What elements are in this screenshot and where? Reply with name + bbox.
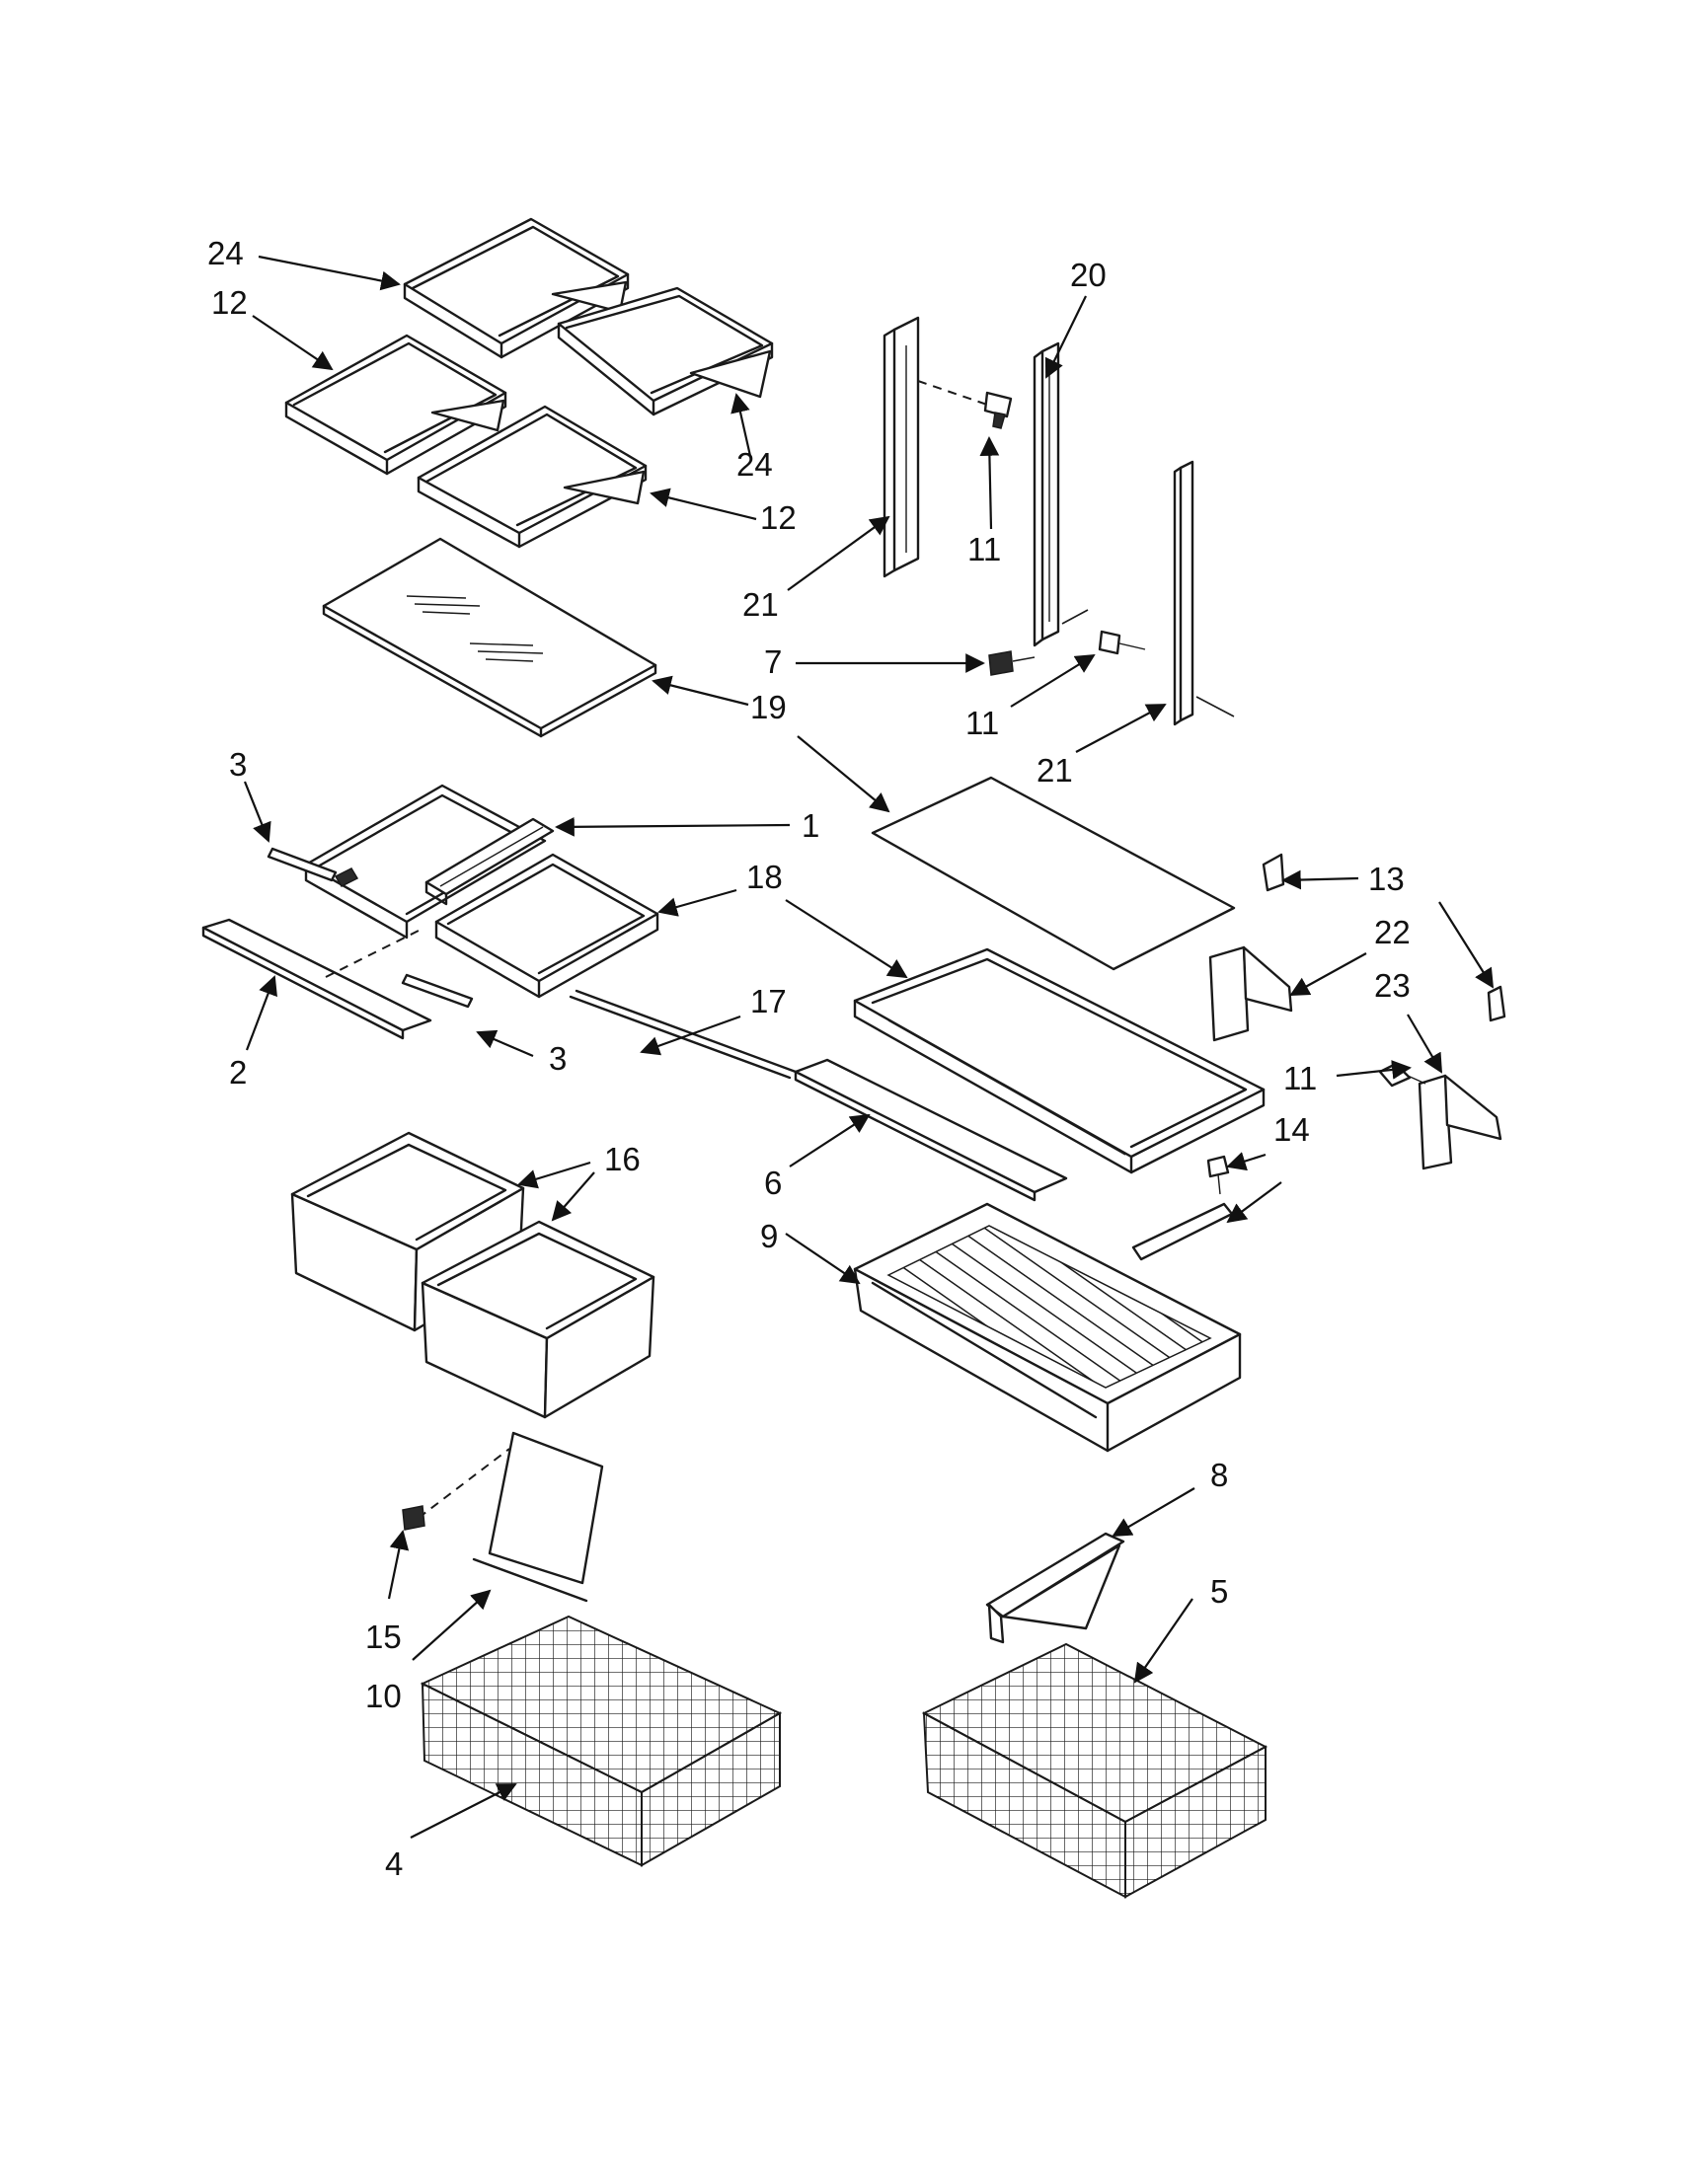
drawer-slide-3-upper	[267, 847, 338, 882]
clip-13-lower	[1487, 985, 1506, 1022]
callout-13: 13	[1368, 861, 1405, 897]
callout-23: 23	[1374, 967, 1411, 1004]
callout-12a: 12	[211, 284, 248, 321]
callout-16: 16	[604, 1141, 641, 1177]
callout-19: 19	[750, 689, 787, 725]
wire-basket-5	[921, 1642, 1268, 1899]
bracket-22	[1208, 945, 1293, 1042]
drawer-18-left	[304, 784, 547, 940]
bracket-14	[1131, 1202, 1234, 1261]
bracket-23	[1418, 1074, 1502, 1170]
screw-15	[402, 1505, 425, 1531]
clip-13-upper	[1262, 853, 1285, 892]
callout-11b: 11	[965, 705, 999, 741]
drawer-front-2	[201, 918, 432, 1040]
shelf-frame-18-large	[853, 947, 1266, 1174]
wire-basket-4	[420, 1615, 783, 1867]
callout-20: 20	[1070, 257, 1107, 293]
meat-pan-9	[853, 1202, 1242, 1453]
callout-15: 15	[365, 1619, 402, 1655]
shelf-rail-20	[1033, 341, 1060, 647]
callout-14: 14	[1273, 1111, 1310, 1148]
callout-24a: 24	[207, 235, 244, 271]
callout-24b: 24	[736, 446, 773, 483]
callout-1: 1	[802, 807, 819, 844]
callout-11a: 11	[967, 531, 1001, 567]
callout-8: 8	[1210, 1457, 1228, 1493]
callout-4: 4	[385, 1845, 403, 1882]
shelf-rail-21-left	[883, 316, 920, 578]
shelf-24-right	[557, 286, 774, 416]
callout-7: 7	[764, 643, 782, 680]
front-trim-6	[794, 1058, 1068, 1202]
callout-11c: 11	[1283, 1060, 1317, 1096]
callout-2: 2	[229, 1054, 247, 1091]
callout-12b: 12	[760, 499, 797, 536]
drawer-18-right	[434, 853, 659, 999]
shelf-12-center	[417, 405, 648, 549]
callout-labels: 24 12 24 12 20 11 21 7 19 11 21 3 1 18 1…	[207, 235, 1411, 1882]
drawer-cover-1	[424, 817, 555, 906]
basket-divider-10	[472, 1431, 604, 1603]
callout-3b: 3	[549, 1040, 567, 1077]
drawer-slide-3-lower	[401, 973, 474, 1009]
callout-22: 22	[1374, 914, 1411, 950]
callout-21a: 21	[742, 586, 779, 623]
callout-3a: 3	[229, 746, 247, 783]
crisper-drawer-16-right	[421, 1220, 655, 1419]
callout-18: 18	[746, 859, 783, 895]
screw-11-middle	[1098, 630, 1146, 655]
shelf-12-left	[284, 334, 507, 476]
shelf-24-top	[403, 217, 630, 359]
callout-21b: 21	[1037, 752, 1073, 789]
shelf-rail-21-right	[1173, 460, 1194, 726]
screw-11-lower	[1206, 1155, 1230, 1195]
callout-17: 17	[750, 983, 787, 1019]
callout-6: 6	[764, 1165, 782, 1201]
screw-11-top	[983, 391, 1013, 429]
leader-lines	[243, 255, 1495, 1839]
screw-11-bracket	[1378, 1062, 1426, 1088]
callout-5: 5	[1210, 1573, 1228, 1610]
glass-shelf-19-upper	[322, 537, 657, 738]
callout-9: 9	[760, 1218, 778, 1254]
basket-divider-8	[985, 1532, 1125, 1644]
callout-10: 10	[365, 1678, 402, 1714]
glass-shelf-19-lower	[871, 776, 1236, 971]
screw-7	[988, 650, 1036, 676]
